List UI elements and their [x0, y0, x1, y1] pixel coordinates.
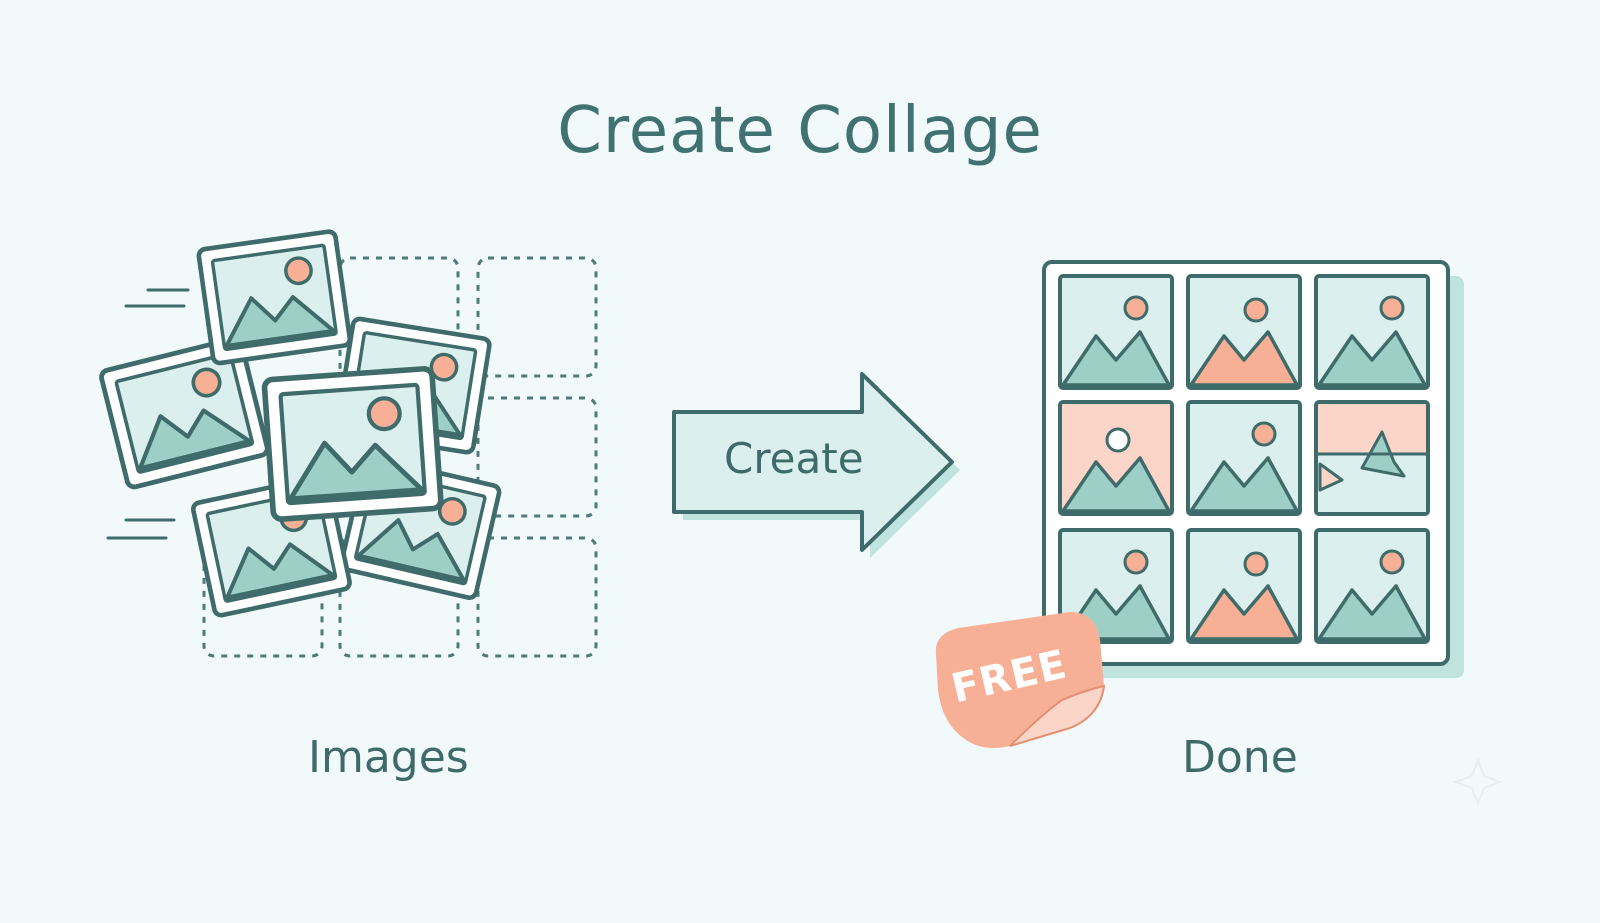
- create-step-label: Create: [724, 434, 864, 483]
- images-group: [100, 231, 598, 658]
- collage-grid-icon: [1042, 260, 1464, 678]
- right-arrow-icon: [672, 372, 960, 558]
- collage-cell-peeling: [1314, 400, 1430, 516]
- collage-cell: [1186, 400, 1302, 516]
- collage-cell: [1186, 528, 1302, 644]
- collage-cell: [1186, 274, 1302, 390]
- sticker-badge-icon: [935, 612, 1106, 748]
- collage-cell: [1314, 528, 1430, 644]
- collage-cell: [1314, 274, 1430, 390]
- image-icon: [264, 368, 441, 519]
- image-icon: [198, 231, 351, 364]
- motion-lines-icon: [106, 288, 190, 540]
- collage-cell: [1058, 274, 1174, 390]
- images-step-label: Images: [308, 732, 469, 783]
- sparkle-icon: [1453, 757, 1503, 807]
- done-step-label: Done: [1182, 732, 1298, 783]
- collage-cell: [1058, 400, 1174, 516]
- page-title: Create Collage: [557, 94, 1043, 168]
